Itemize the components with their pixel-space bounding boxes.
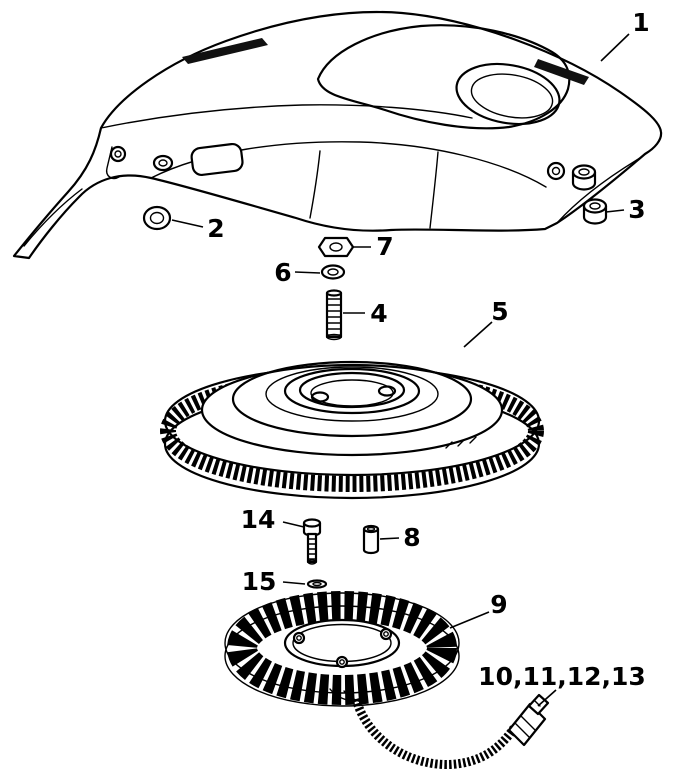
cover-recess-hole-outer bbox=[455, 62, 561, 126]
flat-washer-outer bbox=[306, 579, 328, 589]
stud-top bbox=[325, 289, 343, 297]
cover-contour-upper bbox=[100, 104, 473, 129]
stator-bolt-hole-left-inner bbox=[296, 635, 302, 641]
callout-9-leader bbox=[449, 611, 490, 629]
grommet-a-top bbox=[571, 164, 597, 180]
flywheel-hole-left bbox=[310, 391, 330, 403]
stator-coil-windings bbox=[227, 591, 457, 705]
washer-outer bbox=[320, 264, 346, 280]
washer-drawing bbox=[320, 264, 346, 280]
connector-segments bbox=[514, 715, 536, 738]
flywheel-drawing bbox=[160, 360, 544, 500]
cover-right-edge-line bbox=[556, 157, 641, 224]
grommet-pair-drawing bbox=[571, 164, 608, 225]
screw-drawing bbox=[302, 518, 322, 565]
cover-tail-line bbox=[23, 188, 83, 247]
callout-6-leader bbox=[294, 271, 321, 274]
callout-labels: 1 2 3 7 6 4 5 14 8 15 9 10,11,12,13 bbox=[207, 8, 649, 691]
stator-bolt-hole-right-inner bbox=[383, 631, 389, 637]
spacer-top bbox=[362, 524, 380, 534]
flywheel-band-markings bbox=[445, 436, 477, 449]
cover-seam-left bbox=[309, 150, 321, 219]
screw-shaft bbox=[306, 532, 318, 564]
cover-boss-right bbox=[546, 161, 566, 181]
flywheel-hub-outer bbox=[298, 371, 406, 409]
callout-8-label: 8 bbox=[403, 523, 420, 552]
cover-boss-left bbox=[109, 145, 127, 163]
stator-cable-drawing bbox=[351, 693, 550, 769]
callout-10-13-label: 10,11,12,13 bbox=[478, 662, 646, 691]
cable-braid bbox=[351, 697, 518, 769]
callout-leaders bbox=[171, 33, 630, 707]
screw-tip bbox=[307, 559, 317, 565]
callout-2-leader bbox=[171, 219, 204, 228]
stator-coil-outer-edge bbox=[224, 592, 460, 694]
flywheel-dome-inner bbox=[283, 367, 421, 415]
callout-5-label: 5 bbox=[491, 297, 508, 326]
grommet-left-hole bbox=[149, 211, 165, 225]
screw-head-top bbox=[302, 518, 322, 528]
callout-14-leader bbox=[282, 521, 305, 528]
flywheel-dome-outer bbox=[231, 360, 473, 438]
callout-2-label: 2 bbox=[207, 214, 224, 243]
cover-outline bbox=[12, 10, 663, 260]
grommet-b-hole bbox=[589, 202, 601, 210]
stud-bottom bbox=[326, 333, 342, 341]
cover-boss-left-hole bbox=[114, 150, 122, 158]
callout-3-label: 3 bbox=[628, 195, 645, 224]
nut-drawing bbox=[317, 236, 355, 258]
screw-threads bbox=[307, 538, 317, 560]
cover-boss-right-hole bbox=[551, 166, 561, 176]
grommet-a-hole bbox=[578, 168, 590, 176]
flat-washer-drawing bbox=[306, 579, 328, 589]
flywheel-rim bbox=[200, 363, 504, 457]
cover-dark-stripe-right bbox=[534, 59, 589, 85]
cover-recess-outline bbox=[316, 24, 571, 130]
cover-dark-stripe-left bbox=[182, 38, 268, 64]
stator-coil-lower-edge bbox=[224, 605, 460, 707]
callout-3-leader bbox=[605, 209, 625, 213]
callout-15-leader bbox=[282, 581, 306, 585]
callout-4-label: 4 bbox=[370, 299, 387, 328]
stator-bolt-hole-bottom-inner bbox=[339, 659, 345, 665]
grommet-b-top bbox=[582, 198, 608, 214]
cover-grommet-seat-hole bbox=[158, 159, 168, 167]
callout-1-leader bbox=[600, 33, 630, 62]
callout-15-label: 15 bbox=[242, 567, 277, 596]
callout-10-13-leader bbox=[537, 689, 557, 707]
callout-8-leader bbox=[379, 537, 400, 540]
grommet-left-drawing bbox=[142, 205, 172, 231]
grommet-left-outer bbox=[142, 205, 172, 231]
flat-washer-hole bbox=[312, 581, 322, 587]
stator-drawing bbox=[224, 591, 460, 707]
cover-grommet-seat bbox=[152, 154, 174, 172]
callout-14-label: 14 bbox=[241, 505, 276, 534]
cover-block-detail bbox=[190, 142, 244, 177]
nut-hex bbox=[317, 236, 355, 258]
stator-bolt-hole-bottom bbox=[335, 655, 349, 669]
callout-6-label: 6 bbox=[274, 258, 291, 287]
flywheel-dome-mid bbox=[265, 366, 439, 422]
cover-seam-right bbox=[429, 151, 439, 229]
spacer-drawing bbox=[362, 524, 380, 555]
callout-1-label: 1 bbox=[632, 8, 649, 37]
stator-bolt-hole-left bbox=[292, 631, 306, 645]
spacer-hole bbox=[366, 526, 376, 532]
callout-9-label: 9 bbox=[490, 590, 507, 619]
flywheel-cover-drawing bbox=[12, 10, 663, 260]
spacer-body bbox=[362, 529, 380, 555]
washer-hole bbox=[327, 268, 339, 276]
stud-threads bbox=[326, 298, 342, 336]
callout-7-label: 7 bbox=[376, 232, 393, 261]
cover-latch-hook bbox=[105, 146, 120, 180]
nut-hole bbox=[329, 242, 343, 252]
connector-body bbox=[507, 702, 547, 747]
cover-recess-hole-inner bbox=[470, 73, 554, 119]
callout-5-leader bbox=[463, 321, 493, 348]
stud-drawing bbox=[325, 289, 343, 341]
stator-bolt-hole-right bbox=[379, 627, 393, 641]
flywheel-hole-right bbox=[377, 385, 397, 397]
